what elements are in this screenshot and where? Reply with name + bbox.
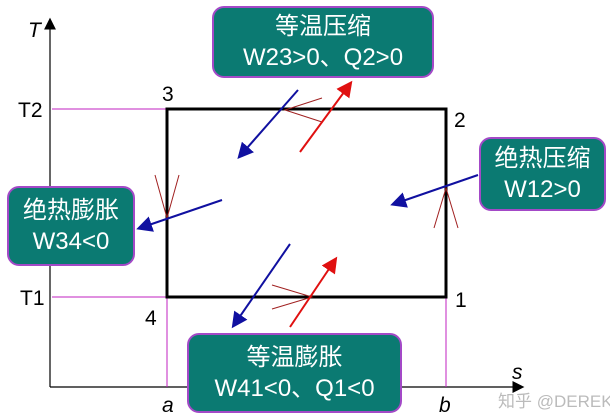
point-2: 2 xyxy=(454,109,466,132)
process-box-isothermal-compression: 等温压缩 W23>0、Q2>0 xyxy=(212,6,434,78)
process-formula: W12>0 xyxy=(504,176,581,203)
watermark: 知乎 @DEREK xyxy=(498,392,610,411)
point-1: 1 xyxy=(455,289,467,312)
heat-arrow-top xyxy=(299,80,353,153)
process-formula: W23>0、Q2>0 xyxy=(242,44,404,71)
direction-mark-top xyxy=(283,97,323,123)
x-axis-label: s xyxy=(512,361,523,384)
point-4: 4 xyxy=(145,307,157,330)
work-arrow-left xyxy=(136,199,223,232)
work-arrow-bottom xyxy=(231,243,291,329)
process-title: 等温膨胀 xyxy=(246,342,343,371)
point-3: 3 xyxy=(162,83,174,106)
direction-mark-right xyxy=(433,186,459,229)
process-title: 绝热膨胀 xyxy=(23,195,119,224)
tick-a: a xyxy=(162,394,174,417)
tick-b: b xyxy=(439,394,451,417)
process-formula: W41<0、Q1<0 xyxy=(214,375,375,402)
direction-mark-bottom xyxy=(271,284,314,310)
y-axis-label: T xyxy=(28,19,41,42)
tick-t2: T2 xyxy=(18,99,43,122)
process-title: 绝热压缩 xyxy=(494,143,591,172)
work-arrow-right xyxy=(390,174,479,208)
process-box-adiabatic-expansion: 绝热膨胀 W34<0 xyxy=(7,186,135,266)
process-title: 等温压缩 xyxy=(275,11,371,40)
process-box-adiabatic-compression: 绝热压缩 W12>0 xyxy=(479,137,606,211)
cycle-rectangle xyxy=(165,107,448,299)
work-arrow-top xyxy=(237,89,299,160)
heat-arrow-bottom xyxy=(289,256,338,328)
process-formula: W34<0 xyxy=(32,228,110,255)
process-box-isothermal-expansion: 等温膨胀 W41<0、Q1<0 xyxy=(187,333,402,413)
tick-t1: T1 xyxy=(20,287,45,310)
